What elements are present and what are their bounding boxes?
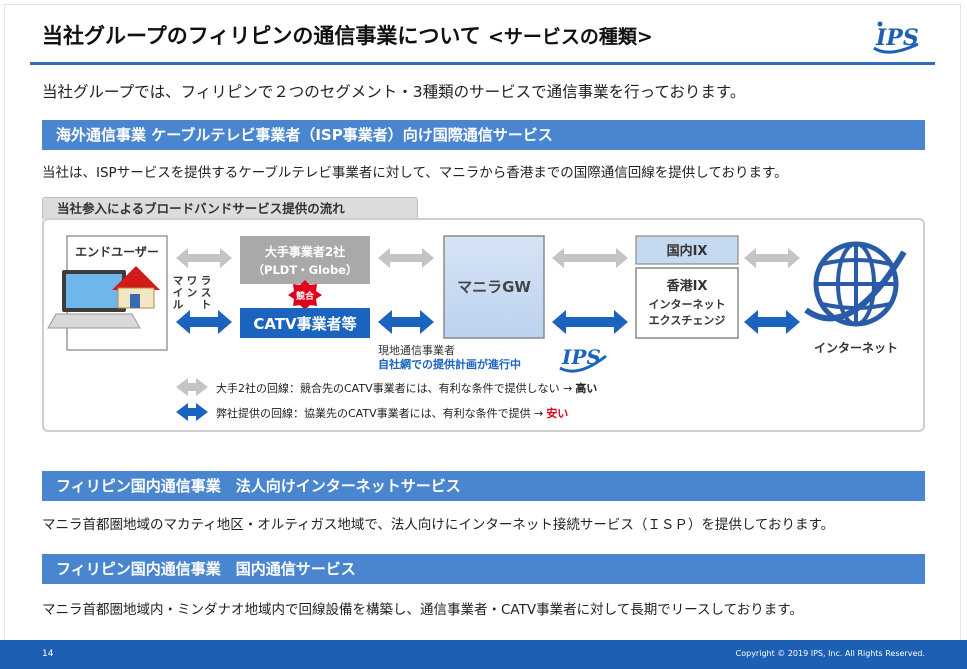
arrow-blue-enduser-catv	[176, 310, 232, 334]
major-carriers-box: 大手事業者2社 （PLDT・Globe）	[240, 236, 370, 284]
own-network-plan-label: 自社網での提供計画が進行中	[378, 357, 521, 371]
end-user-box: エンドユーザー	[47, 235, 168, 351]
page-number: 14	[42, 649, 54, 659]
svg-text:ラ: ラ	[201, 275, 212, 287]
arrow-gray-ix-internet	[744, 248, 800, 268]
manila-gw-label: マニラGW	[457, 278, 531, 296]
title-sub: <サービスの種類>	[488, 26, 653, 48]
ips-logo-icon: IPS	[873, 21, 919, 54]
arrow-blue-gw-hkix	[552, 310, 628, 334]
ips-logo-text: IPS	[875, 25, 919, 51]
domestic-ix-box: 国内IX	[635, 235, 739, 265]
domestic-ix-label: 国内IX	[667, 243, 708, 259]
section3-text: マニラ首都圏地域内・ミンダナオ地域内で回線設備を構築し、通信事業者・CATV事業…	[42, 602, 803, 618]
hk-ix-line2: インターネット	[649, 298, 726, 311]
section1-text: 当社は、ISPサービスを提供するケーブルテレビ事業者に対して、マニラから香港まで…	[42, 165, 788, 181]
legend-blue-result: 安い	[546, 406, 568, 420]
competition-badge: 競合	[288, 280, 322, 310]
arrow-blue-catv-gw	[378, 310, 434, 334]
hk-ix-box: 香港IX インターネット エクスチェンジ	[635, 267, 739, 339]
svg-text:IPS: IPS	[561, 345, 601, 369]
svg-text:大手2社の回線：競合先のCATV事業者には、有利な条件で提供: 大手2社の回線：競合先のCATV事業者には、有利な条件で提供しない →高い	[216, 381, 597, 395]
legend-blue-arrow	[176, 403, 208, 421]
ips-small-logo-icon: IPS	[559, 345, 607, 373]
svg-text:ン: ン	[187, 287, 198, 299]
section1-heading: 海外通信事業 ケーブルテレビ事業者（ISP事業者）向け国際通信サービス	[42, 120, 925, 150]
house-icon	[112, 266, 160, 309]
legend-blue-text: 弊社提供の回線：協業先のCATV事業者には、有利な条件で提供 →	[216, 406, 543, 420]
section2-heading: フィリピン国内通信事業 法人向けインターネットサービス	[42, 471, 925, 501]
arrow-gray-gw-ix	[552, 248, 628, 268]
svg-text:ル: ル	[173, 299, 184, 311]
hk-ix-line1: 香港IX	[666, 278, 708, 294]
internet-label: インターネット	[814, 341, 898, 355]
flow-tab: 当社参入によるブロードバンドサービス提供の流れ	[42, 197, 418, 219]
hk-ix-line3: エクスチェンジ	[649, 314, 726, 327]
catv-label: CATV事業者等	[253, 315, 356, 333]
legend-blue: 弊社提供の回線：協業先のCATV事業者には、有利な条件で提供 →安い	[176, 403, 568, 421]
catv-box: CATV事業者等	[240, 308, 370, 338]
section3-heading: フィリピン国内通信事業 国内通信サービス	[42, 554, 925, 584]
major-carrier-line1: 大手事業者2社	[265, 244, 345, 259]
svg-text:弊社提供の回線：協業先のCATV事業者には、有利な条件で提供: 弊社提供の回線：協業先のCATV事業者には、有利な条件で提供 →安い	[216, 406, 568, 420]
manila-gw-box: マニラGW	[443, 235, 545, 339]
footer-bar: 14 Copyright © 2019 IPS, Inc. All Rights…	[0, 640, 967, 669]
lead-text: 当社グループでは、フィリピンで２つのセグメント・3種類のサービスで通信事業を行っ…	[42, 83, 746, 101]
svg-text:イ: イ	[173, 287, 184, 299]
title-main: 当社グループのフィリピンの通信事業について	[42, 24, 481, 48]
legend-gray-result: 高い	[575, 381, 597, 395]
globe-icon	[804, 241, 907, 327]
section2-text: マニラ首都圏地域のマカティ地区・オルティガス地域で、法人向けにインターネット接続…	[42, 517, 835, 533]
legend-gray: 大手2社の回線：競合先のCATV事業者には、有利な条件で提供しない →高い	[176, 378, 597, 396]
svg-text:ス: ス	[201, 287, 212, 299]
arrow-gray-major-gw	[378, 248, 434, 268]
svg-text:ワ: ワ	[187, 275, 198, 287]
copyright: Copyright © 2019 IPS, Inc. All Rights Re…	[735, 649, 925, 658]
last-mile-label: ラ ス ト ワ ン マ イ ル	[173, 275, 212, 311]
legend-gray-arrow	[176, 378, 208, 396]
title-rule	[30, 62, 935, 65]
page-title: 当社グループのフィリピンの通信事業について <サービスの種類>	[42, 20, 653, 50]
local-carrier-label: 現地通信事業者	[378, 344, 455, 357]
major-carrier-line2: （PLDT・Globe）	[253, 263, 358, 277]
svg-text:ト: ト	[201, 299, 212, 311]
arrow-gray-enduser-major	[176, 248, 232, 268]
competition-label: 競合	[296, 290, 315, 302]
svg-text:マ: マ	[173, 275, 184, 287]
arrow-blue-hkix-internet	[744, 310, 800, 334]
legend-gray-text: 大手2社の回線：競合先のCATV事業者には、有利な条件で提供しない →	[216, 381, 572, 395]
laptop-icon	[47, 270, 141, 329]
end-user-label: エンドユーザー	[75, 245, 159, 259]
